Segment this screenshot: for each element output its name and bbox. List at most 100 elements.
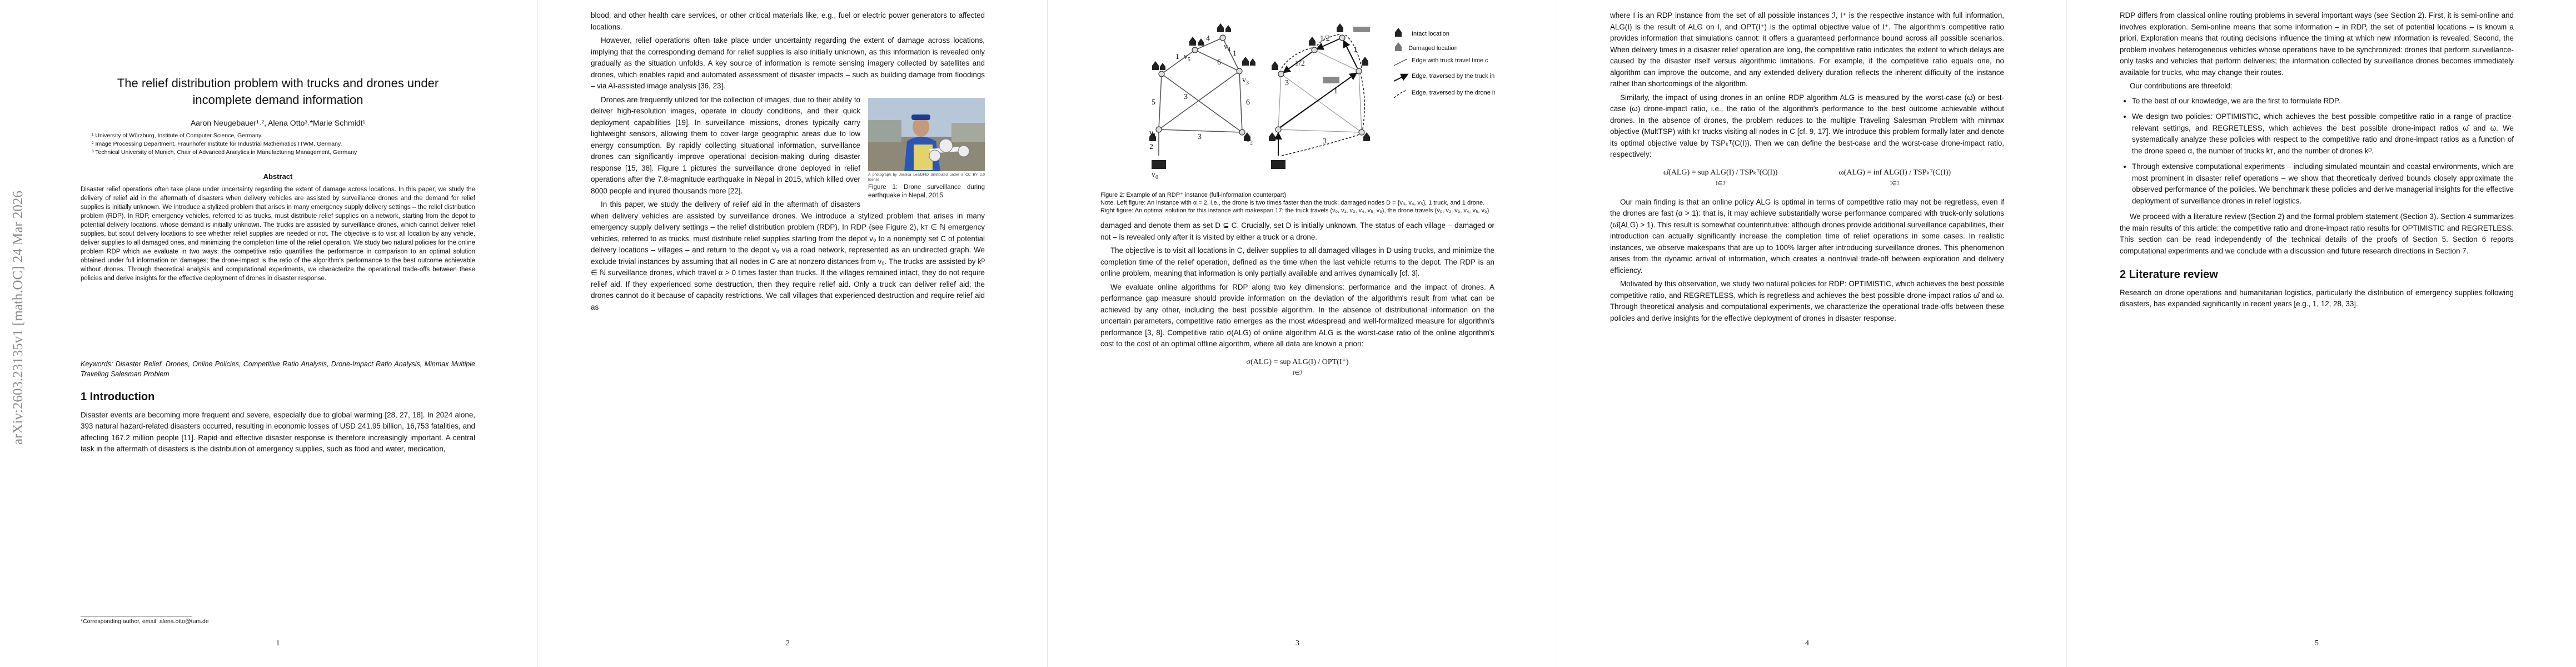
paragraph: We proceed with a literature review (Sec… — [2120, 212, 2514, 255]
affiliation-3: ³ Technical University of Munich, Chair … — [92, 149, 357, 156]
damaged-location-icon — [1395, 42, 1402, 51]
paragraph: RDP differs from classical online routin… — [2120, 11, 2514, 77]
paragraph: Our main finding is that an online polic… — [1610, 197, 2004, 275]
keywords: Keywords: Disaster Relief, Drones, Onlin… — [81, 359, 475, 379]
page-3-body: v4 v3 v5 v1 v2 v0 1 4 1 5 6 6 3 3 2 — [1100, 10, 1521, 386]
svg-text:v2: v2 — [1246, 136, 1253, 146]
paragraph: Research on drone operations and humanit… — [2120, 288, 2514, 308]
equation-best-case: ω(ALG) = inf ALG(I) / TSPₖᵀ(C(I)) I∈ℐ — [1838, 167, 1951, 190]
edge-label: 1 — [1175, 53, 1179, 61]
legend-item: Intact location — [1412, 31, 1449, 37]
section-heading-introduction: 1 Introduction — [81, 391, 155, 403]
keywords-text: Disaster Relief, Drones, Online Policies… — [81, 360, 475, 378]
paper-title: The relief distribution problem with tru… — [28, 75, 528, 108]
affiliation-1: ¹ University of Würzburg, Institute of C… — [92, 132, 263, 139]
page-number: 1 — [276, 639, 280, 648]
keywords-label: Keywords: — [81, 360, 113, 368]
figure-2-right: Right figure: An optimal solution for th… — [1100, 207, 1491, 214]
paragraph: Similarly, the impact of using drones in… — [1610, 93, 2004, 159]
abstract-heading: Abstract — [263, 172, 293, 181]
edge-label: 1/2 — [1295, 59, 1305, 68]
page-5: RDP differs from classical online routin… — [2066, 0, 2567, 667]
affiliation-2: ² Image Processing Department, Fraunhofe… — [92, 141, 342, 147]
page-number: 5 — [2315, 639, 2319, 648]
edge-label: 3 — [1285, 79, 1289, 87]
edge-label: 1/2 — [1320, 34, 1330, 43]
drone-photo — [868, 97, 985, 171]
edge-label: 5 — [1152, 98, 1155, 107]
paragraph: where I is an RDP instance from the set … — [1610, 11, 2004, 88]
footnote: *Corresponding author, email: alena.otto… — [81, 616, 209, 625]
graph-right-nodes — [1275, 34, 1365, 136]
page-number: 2 — [786, 639, 790, 648]
truck-edge-icon — [1393, 73, 1409, 82]
edge-label: 2 — [1149, 143, 1153, 151]
edge-label: 1 — [1353, 46, 1357, 54]
village-icons-right — [1269, 23, 1370, 169]
page-2: blood, and other health care services, o… — [537, 0, 1038, 667]
paragraph: We evaluate online algorithms for RDP al… — [1100, 282, 1494, 349]
paragraph: However, relief operations often take pl… — [591, 36, 985, 90]
equation-subscript: I∈ℐ — [1293, 370, 1302, 376]
page-1-body: Keywords: Disaster Relief, Drones, Onlin… — [81, 349, 475, 457]
edge-icon — [1393, 58, 1408, 66]
legend-item: Edge, traversed by the drone in time c/α — [1412, 89, 1495, 96]
list-item: We design two policies: OPTIMISTIC, whic… — [2132, 111, 2514, 157]
graph-left-nodes — [1155, 34, 1245, 136]
equation-text: ω(ALG) = inf ALG(I) / TSPₖᵀ(C(I)) — [1838, 168, 1951, 177]
page-4-body: where I is an RDP instance from the set … — [1610, 10, 2004, 326]
edge-label: 4 — [1206, 34, 1210, 43]
figure-legend: Intact location Damaged location Edge wi… — [1393, 28, 1521, 98]
page-2-body: blood, and other health care services, o… — [591, 10, 985, 315]
abstract-text: Disaster relief operations often take pl… — [81, 186, 475, 282]
section-heading-literature: 2 Literature review — [2120, 268, 2218, 281]
edge-label: 3 — [1184, 93, 1188, 101]
graph-left — [1158, 37, 1243, 156]
edge-label: 6 — [1217, 58, 1221, 67]
footnote-text: *Corresponding author, email: alena.otto… — [81, 618, 209, 625]
page-5-body: RDP differs from classical online routin… — [2120, 10, 2514, 312]
equation-drone-impact: ω̂(ALG) = sup ALG(I) / TSPₖᵀ(C(I)) I∈ℐ ω… — [1610, 167, 2004, 190]
paragraph: The objective is to visit all locations … — [1100, 246, 1494, 277]
paragraph: damaged and denote them as set D ⊆ C. Cr… — [1100, 221, 1494, 241]
legend-item: Edge with truck travel time c — [1412, 57, 1488, 64]
paragraph: Motivated by this observation, we study … — [1610, 280, 2004, 322]
intro-paragraph: Disaster events are becoming more freque… — [81, 410, 475, 454]
figure-2-title: Figure 2: Example of an RDP⁺ instance (f… — [1100, 192, 1287, 198]
paragraph: In this paper, we study the delivery of … — [591, 200, 985, 311]
paragraph: blood, and other health care services, o… — [591, 11, 985, 31]
page-3: v4 v3 v5 v1 v2 v0 1 4 1 5 6 6 3 3 2 — [1047, 0, 1547, 667]
equation-text: σ(ALG) = sup ALG(I) / OPT(I⁺) — [1246, 357, 1349, 366]
legend-item: Damaged location — [1405, 45, 1458, 52]
affiliations: ¹ University of Würzburg, Institute of C… — [92, 132, 528, 157]
equation-worst-case: ω̂(ALG) = sup ALG(I) / TSPₖᵀ(C(I)) I∈ℐ — [1663, 167, 1778, 190]
paragraph: Our contributions are threefold: — [2130, 82, 2233, 90]
village-icons-left — [1149, 23, 1255, 169]
edge-label: 6 — [1246, 98, 1250, 107]
page-4: where I is an RDP instance from the set … — [1557, 0, 2057, 667]
list-item: To the best of our knowledge, we are the… — [2132, 96, 2514, 107]
figure-2: v4 v3 v5 v1 v2 v0 1 4 1 5 6 6 3 3 2 — [1100, 10, 1521, 188]
legend-item: Edge, traversed by the truck in time c — [1412, 73, 1495, 79]
svg-text:v4: v4 — [1224, 43, 1230, 53]
page-1: The relief distribution problem with tru… — [28, 0, 528, 667]
svg-text:v0: v0 — [1152, 171, 1158, 181]
edge-label: 3 — [1323, 137, 1327, 146]
drone-edge-icon — [1393, 89, 1408, 98]
list-item: Through extensive computational experime… — [2132, 161, 2514, 207]
equation-subscript: I∈ℐ — [1716, 181, 1726, 187]
paragraph: Drones are frequently utilized for the c… — [591, 95, 860, 195]
svg-text:v3: v3 — [1242, 76, 1249, 86]
arxiv-stamp-text: arXiv:2603.23135v1 [math.OC] 24 Mar 2026 — [11, 191, 26, 445]
equation-competitive-ratio: σ(ALG) = sup ALG(I) / OPT(I⁺) I∈ℐ — [1100, 357, 1494, 380]
edge-label: 3 — [1198, 133, 1202, 141]
photo-credit: A photograph by Jessica Lea/DFID distrib… — [868, 172, 985, 182]
figure-1-caption: Figure 1: Drone surveillance during eart… — [868, 183, 985, 199]
authors: Aaron Neugebauer¹˒², Alena Otto³˒*Marie … — [190, 118, 366, 127]
intact-location-icon — [1395, 28, 1402, 37]
edge-label: 1 — [1334, 87, 1338, 96]
truck-route — [1274, 38, 1358, 156]
title-line-2: incomplete demand information — [192, 93, 363, 107]
equation-text: ω̂(ALG) = sup ALG(I) / TSPₖᵀ(C(I)) — [1663, 168, 1778, 177]
edge-label: 1 — [1233, 49, 1237, 58]
